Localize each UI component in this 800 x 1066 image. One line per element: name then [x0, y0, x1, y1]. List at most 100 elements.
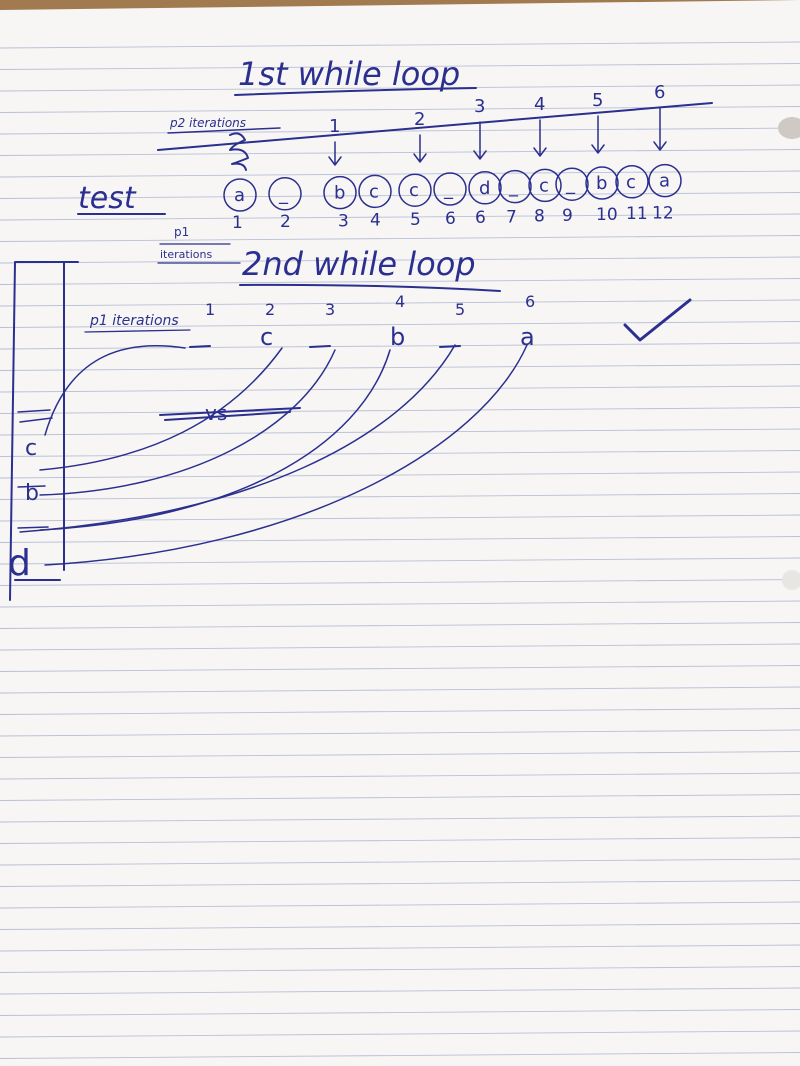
test-char-circle [585, 166, 619, 200]
test-char-circle [528, 168, 562, 203]
test-char-circle [323, 175, 357, 210]
strike-lines [159, 407, 301, 421]
punch-hole [782, 570, 800, 590]
p2-number: 4 [534, 94, 545, 115]
p2-number: 2 [414, 109, 425, 130]
p2-arrow [533, 119, 547, 157]
second-loop-letters: _ c _ b _ a [174, 323, 535, 351]
pop-arrows [19, 344, 528, 566]
test-char: _ [278, 184, 289, 205]
test-char: b [334, 183, 345, 204]
stack-letter: b [25, 481, 39, 506]
stack-letter: c [25, 436, 37, 461]
p2-arrow [653, 107, 667, 151]
test-char-circle [433, 172, 467, 206]
p1-number: 11 [626, 204, 648, 224]
p2-number: 6 [654, 82, 665, 103]
timeline-line [157, 102, 713, 151]
second-loop-letter: c [260, 323, 273, 351]
p2-label-underline [167, 127, 281, 134]
stack-box [9, 261, 79, 601]
stack-contents: cb d [8, 409, 53, 584]
p2-number: 1 [329, 116, 340, 137]
p2-arrow [473, 121, 487, 160]
test-char: c [626, 172, 636, 193]
second-loop-number: 1 [205, 300, 215, 319]
p1-number: 4 [370, 211, 381, 231]
second-title-underline [239, 283, 501, 292]
p1-number: 9 [562, 206, 573, 226]
test-char-circle [615, 165, 649, 199]
test-char-circle [468, 171, 502, 205]
test-char: _ [508, 177, 519, 198]
second-loop-letter: _ [424, 330, 426, 331]
test-char: d [479, 178, 490, 199]
test-char: c [409, 180, 419, 201]
second-loop-letter: _ [174, 330, 176, 331]
p2-number: 5 [592, 90, 603, 111]
second-loop-letter: _ [294, 330, 296, 331]
p1-label-line1: p1 [174, 225, 189, 239]
p1-number: 1 [232, 213, 243, 233]
p1-number: 2 [280, 212, 291, 232]
test-char-circle [648, 163, 682, 198]
p2-arrow [328, 141, 342, 166]
p1-iterations-label: p1 iterations [89, 313, 179, 329]
p1-number: 6 [475, 208, 486, 228]
test-char-circle [268, 177, 302, 211]
test-char: a [234, 185, 245, 206]
p2-arrow [413, 134, 427, 163]
second-loop-letter: b [390, 323, 405, 351]
p1-iterations-underline [84, 329, 191, 333]
title-underline [234, 87, 477, 96]
second-loop-number: 6 [525, 292, 535, 311]
stack-dividers [17, 409, 53, 529]
p1-number: 5 [410, 210, 421, 230]
p1-number: 6 [445, 209, 456, 229]
second-loop-number: 4 [395, 292, 405, 311]
test-char-circle [498, 169, 532, 204]
test-label: test [78, 181, 137, 216]
p1-number: 8 [534, 207, 545, 227]
check-mark [623, 298, 692, 342]
second-loop-numbers: 1 2 3 4 5 6 [205, 292, 535, 319]
second-loop-number: 3 [325, 300, 335, 319]
blank-slot [309, 345, 331, 348]
second-loop-number: 2 [265, 300, 275, 319]
punch-hole [778, 117, 800, 139]
second-loop-title: 2nd while loop [242, 245, 476, 283]
p2-iterations-label: p2 iterations [169, 116, 246, 130]
test-char: c [539, 175, 549, 196]
p2-arrow [591, 115, 605, 154]
p1-number: 12 [652, 203, 674, 223]
test-char: c [369, 181, 379, 202]
p2-arrows [328, 107, 667, 166]
test-char-circle [555, 167, 589, 201]
p1-label-line2: iterations [160, 248, 212, 261]
crossed-out-scribble [229, 132, 249, 171]
test-char: _ [565, 174, 576, 195]
p1-number: 3 [338, 211, 349, 231]
test-char-circle [398, 173, 432, 207]
stack-letter: d [8, 543, 31, 584]
test-char: _ [443, 179, 454, 200]
test-char: a [659, 171, 670, 192]
test-char-circle [358, 174, 392, 209]
p1-number: 10 [596, 205, 618, 225]
second-loop-letter: a [520, 323, 535, 351]
test-char: b [596, 173, 607, 194]
p1-number: 7 [506, 207, 517, 227]
p2-iteration-numbers: 1 2 3 4 5 6 [329, 82, 665, 137]
blank-slot [439, 345, 461, 348]
test-char-circle [223, 178, 257, 212]
p1-label-underlines [157, 243, 241, 264]
ruled-lines [0, 41, 800, 1059]
first-loop-title: 1st while loop [238, 55, 460, 93]
second-loop-number: 5 [455, 300, 465, 319]
p2-number: 3 [474, 96, 485, 117]
